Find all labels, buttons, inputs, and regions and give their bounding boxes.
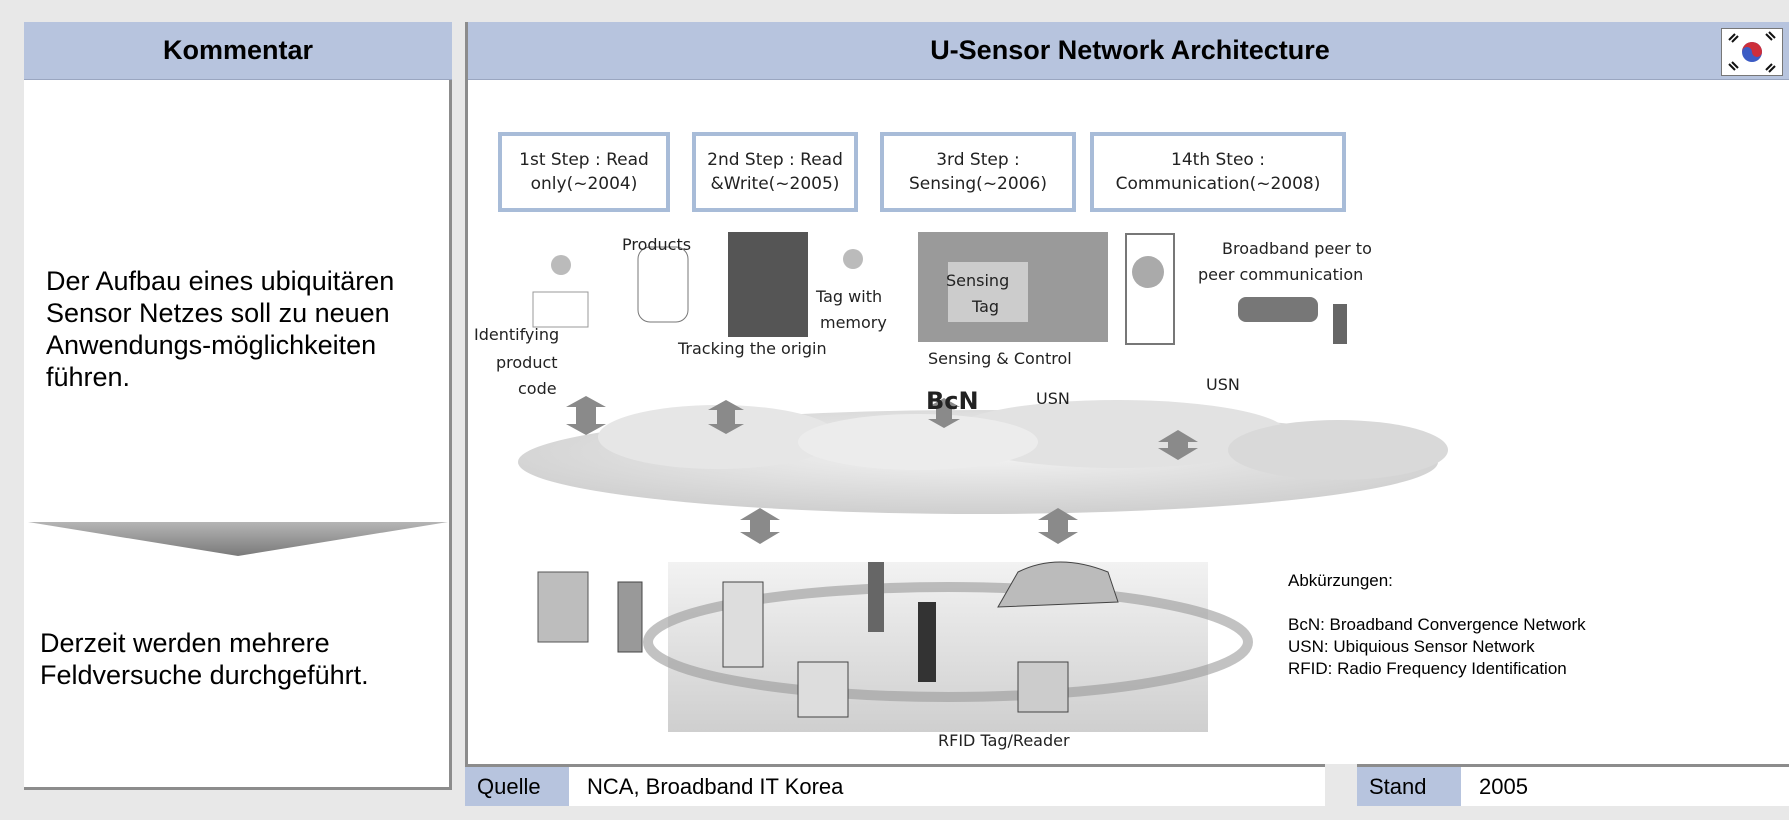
layer-arrows [566, 396, 1198, 544]
label-rfid-tag-reader: RFID Tag/Reader [938, 731, 1070, 750]
step-1-line-2: only(~2004) [530, 174, 638, 194]
label-sensing: Sensing [946, 271, 1010, 290]
abbreviations-heading: Abkürzungen: [1288, 571, 1393, 590]
label-tag: Tag [972, 297, 1000, 316]
label-broadband-1: Broadband peer to [1222, 239, 1372, 258]
step-box-3: 3rd Step : Sensing(~2006) [880, 132, 1076, 212]
abbreviation-usn: USN: Ubiquious Sensor Network [1288, 637, 1535, 656]
usn-architecture-diagram: 1st Step : Read only(~2004) 2nd Step : Re… [474, 132, 1498, 752]
diagram-graphics [518, 232, 1448, 732]
architecture-panel-title: U-Sensor Network Architecture [468, 22, 1789, 80]
step-2-line-1: 2nd Step : Read [707, 150, 843, 170]
step-box-4: 14th Steo : Communication(~2008) [1090, 132, 1346, 212]
comment-panel: Kommentar Der Aufbau eines ubiquitären S… [24, 22, 452, 790]
comment-paragraph-1: Der Aufbau eines ubiquitären Sensor Netz… [46, 266, 395, 392]
label-usn-2: USN [1206, 375, 1240, 394]
label-bcn: BcN [926, 387, 979, 415]
abbreviations-legend: Abkürzungen: BcN: Broadband Convergence … [1288, 570, 1586, 680]
step-4-line-1: 14th Steo : [1171, 150, 1265, 170]
step-box-1: 1st Step : Read only(~2004) [498, 132, 670, 212]
label-usn-1: USN [1036, 389, 1070, 408]
rfid-scene [537, 561, 1253, 732]
source-value: NCA, Broadband IT Korea [569, 764, 1325, 806]
step-illustrations [532, 232, 1347, 345]
step-3-line-2: Sensing(~2006) [909, 174, 1047, 194]
step-3-line-1: 3rd Step : [936, 150, 1020, 170]
label-code: code [518, 379, 557, 398]
label-tag-with: Tag with [816, 287, 883, 306]
label-identifying: Identifying [474, 325, 560, 344]
label-product: product [496, 353, 558, 372]
label-sensing-control: Sensing & Control [928, 349, 1072, 368]
date-label: Stand [1357, 764, 1461, 806]
step-1-line-1: 1st Step : Read [519, 150, 649, 170]
step-box-2: 2nd Step : Read&Write(~2005) [692, 132, 858, 212]
label-tracking-origin: Tracking the origin [678, 339, 827, 358]
section-divider-arrow [28, 522, 448, 556]
label-memory: memory [820, 313, 887, 332]
abbreviation-bcn: BcN: Broadband Convergence Network [1288, 615, 1586, 634]
step-4-line-2: Communication(~2008) [1115, 174, 1321, 194]
date-value: 2005 [1461, 764, 1789, 806]
bcn-cloud-shape [518, 400, 1448, 514]
architecture-panel: U-Sensor Network Architecture [465, 22, 1789, 764]
abbreviation-rfid: RFID: Radio Frequency Identification [1288, 659, 1567, 678]
comment-panel-title: Kommentar [24, 22, 452, 80]
source-label: Quelle [465, 764, 569, 806]
label-products: Products [622, 235, 692, 254]
comment-paragraph-2: Derzeit werden mehrere Feldversuche durc… [40, 628, 369, 690]
step-2-line-2: &Write(~2005) [710, 174, 840, 194]
label-broadband-2: peer communication [1198, 265, 1364, 284]
south-korea-flag-icon [1721, 28, 1783, 76]
